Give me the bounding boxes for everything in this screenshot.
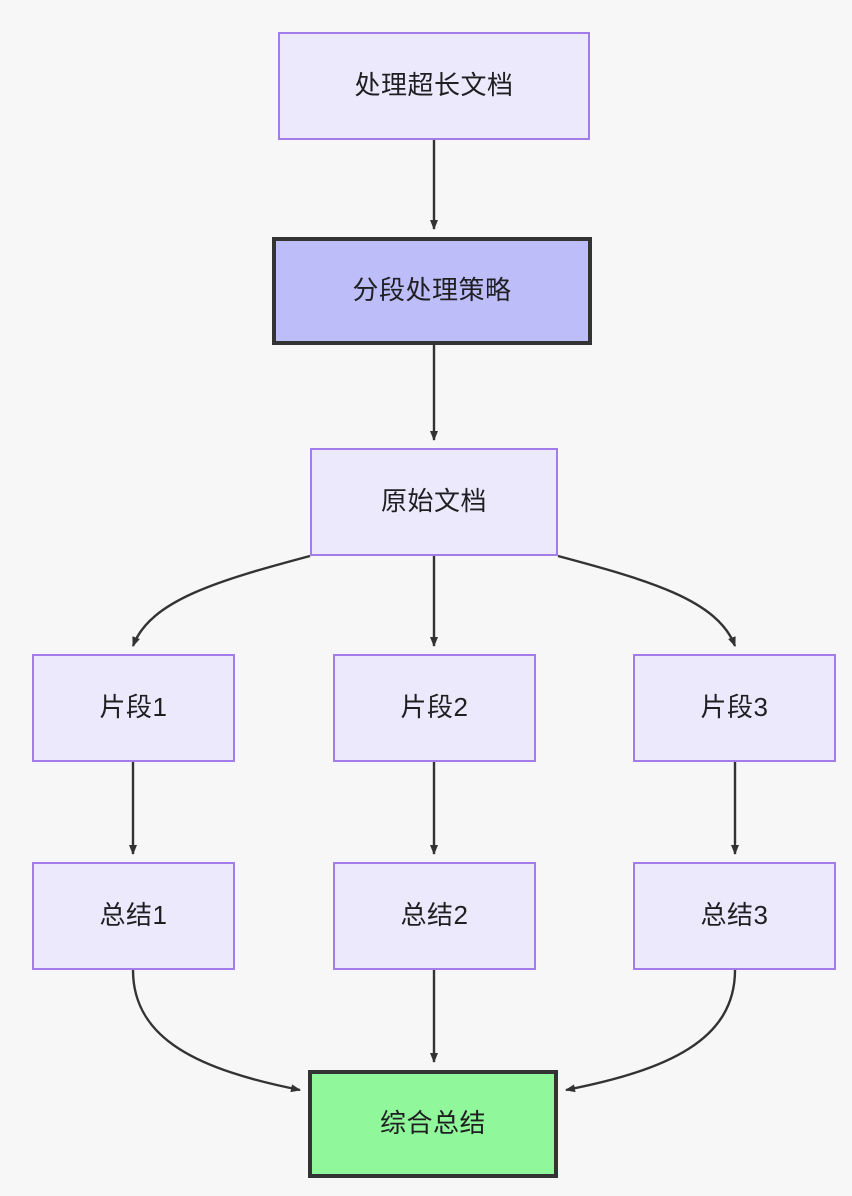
node-summary-1[interactable]: 总结1 [32,862,235,970]
node-label: 总结1 [99,900,168,931]
node-label: 总结2 [400,900,469,931]
node-label: 总结3 [700,900,769,931]
node-label: 片段3 [700,692,769,723]
node-source-document[interactable]: 原始文档 [310,448,558,556]
edge-source_doc-to-chunk1 [131,554,311,647]
node-final-combined-summary[interactable]: 综合总结 [308,1070,558,1178]
edge-source_doc-to-chunk3 [557,554,737,647]
node-chunk-3[interactable]: 片段3 [633,654,836,762]
node-label: 综合总结 [379,1108,486,1139]
node-label: 处理超长文档 [354,70,514,101]
node-label: 原始文档 [380,486,487,517]
node-label: 分段处理策略 [352,275,512,306]
node-chunk-2[interactable]: 片段2 [333,654,536,762]
node-label: 片段1 [99,692,168,723]
edge-summary3-to-final [565,969,737,1093]
node-summary-3[interactable]: 总结3 [633,862,836,970]
node-summary-2[interactable]: 总结2 [333,862,536,970]
edge-summary1-to-final [131,969,301,1093]
node-chunked-processing-strategy[interactable]: 分段处理策略 [272,237,592,345]
node-process-long-document[interactable]: 处理超长文档 [278,32,590,140]
node-chunk-1[interactable]: 片段1 [32,654,235,762]
node-label: 片段2 [400,692,469,723]
